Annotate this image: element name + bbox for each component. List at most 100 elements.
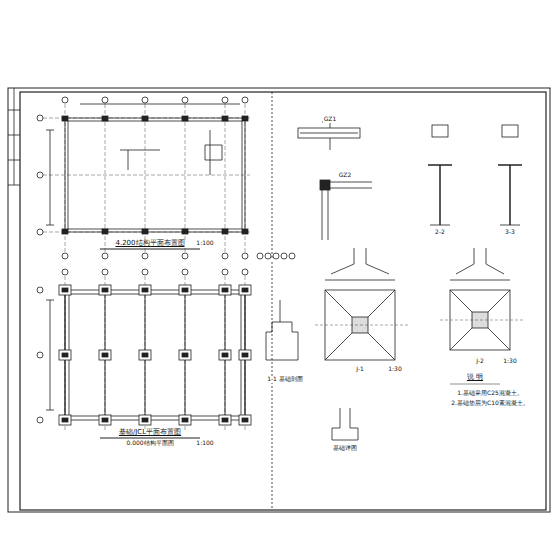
footing-mark [179,415,191,425]
axis-bubble [102,253,108,259]
axis-bubble [257,253,263,259]
drawing-stroke [242,418,248,422]
footing-mark [219,350,231,360]
drawing-stroke [242,229,248,234]
footing-mark [239,285,251,295]
drawing-label: J-1 [355,366,365,373]
axis-bubble [281,253,287,259]
drawing-stroke [62,418,68,422]
drawing-title: 说 明 [466,374,484,382]
axis-bubble [37,287,43,293]
drawing-stroke [222,116,228,121]
axis-bubble [273,253,279,259]
drawing-stroke [102,229,108,234]
axis-bubble [37,115,43,121]
footing-mark [179,285,191,295]
drawing-stroke [500,225,520,226]
drawing-stroke [450,384,500,385]
axis-bubble [182,97,188,103]
drawing-stroke [46,300,54,410]
axis-bubble [182,269,188,275]
footing-elevation [325,248,395,280]
axis-bubble [222,269,228,275]
drawing-label: 1.基础采用C25混凝土。 [456,390,524,397]
drawing-label: 2-2 [434,229,446,236]
axis-bubble [289,253,295,259]
axis-bubble [142,97,148,103]
axis-bubble [102,97,108,103]
drawing-label: 1:100 [195,240,214,247]
footing-mark [139,350,151,360]
drawing-label: 2.基础垫层为C10素混凝土。 [450,400,530,407]
drawing-stroke [102,353,108,357]
drawing-stroke [315,325,409,326]
drawing-stroke [242,288,248,292]
column-section [432,125,448,137]
drawing-stroke [62,229,68,234]
drawing-stroke [242,353,248,357]
drawing-stroke [222,418,228,422]
drawing-stroke [300,122,358,150]
footing-mark [59,415,71,425]
axis-bubble [62,269,68,275]
footing-detail [332,408,358,440]
drawing-label: 0.000结构平面图 [125,440,174,447]
axis-bubble [142,253,148,259]
drawing-stroke [43,118,250,119]
drawing-stroke [142,288,148,292]
column-section [502,125,518,137]
axis-bubble [242,97,248,103]
drawing-label: GZ1 [323,116,338,123]
drawing-stroke [100,437,200,438]
drawing-stroke [182,229,188,234]
axis-bubble [182,253,188,259]
footing-mark [219,285,231,295]
axis-bubble [222,97,228,103]
drawing-stroke [46,104,240,225]
drawing-stroke [430,225,450,226]
axis-bubble [37,172,43,178]
axis-bubble [265,253,271,259]
drawing-stroke [509,165,511,225]
drawing-label: 基础详图 [332,445,358,452]
drawing-label: 1:100 [195,440,214,447]
footing-mark [239,415,251,425]
drawing-title: 4.200结构平面布置图 [114,240,185,248]
foundation-outline [65,290,245,420]
drawing-stroke [142,353,148,357]
footing-mark [179,350,191,360]
strip-section [266,300,298,360]
drawing-stroke [142,418,148,422]
drawing-stroke [242,116,248,121]
footing-mark [99,285,111,295]
footing-mark [59,285,71,295]
drawing-stroke [102,418,108,422]
axis-bubble [142,269,148,275]
drawing-stroke [102,116,108,121]
axis-bubble [37,417,43,423]
drawing-stroke [69,294,241,416]
drawing-stroke [222,229,228,234]
footing-mark [219,415,231,425]
drawing-label: 1:30 [502,358,517,365]
footing-mark [99,415,111,425]
drawing-stroke [440,320,524,321]
drawing-stroke [182,116,188,121]
drawing-stroke [222,353,228,357]
drawing-label: GZ2 [338,172,353,179]
drawing-stroke [182,353,188,357]
drawing-stroke [62,353,68,357]
drawing-stroke [62,116,68,121]
corner-column [322,182,372,240]
drawing-stroke [182,418,188,422]
axis-bubble [242,253,248,259]
drawing-stroke [439,165,441,225]
drawing-stroke [142,116,148,121]
axis-bubble [222,253,228,259]
drawing-label: 1-1 基础剖面 [266,376,304,383]
drawing-stroke [43,232,250,233]
footing-mark [139,285,151,295]
drawing-stroke [100,248,200,249]
drawing-stroke [182,288,188,292]
